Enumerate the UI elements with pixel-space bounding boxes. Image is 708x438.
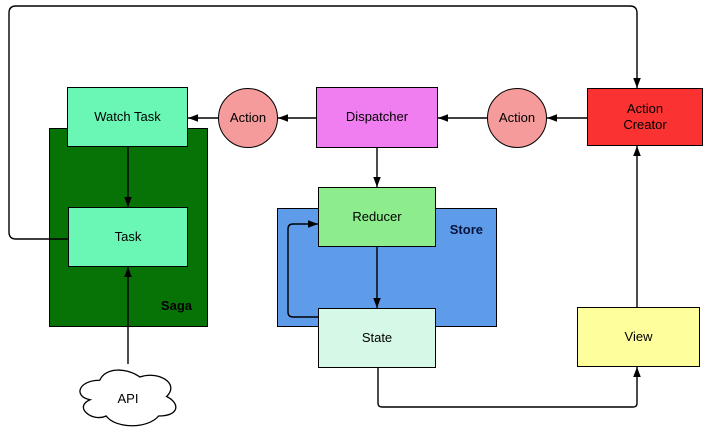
edge-state-to-view: [377, 367, 641, 408]
store-label: Store: [449, 222, 483, 237]
node-state: State: [318, 308, 436, 368]
node-dispatcher: Dispatcher: [316, 87, 438, 148]
api-cloud-label: API: [117, 390, 139, 406]
node-task: Task: [68, 207, 188, 267]
node-action-right: Action: [487, 88, 547, 148]
node-action-left: Action: [218, 88, 278, 148]
node-reducer: Reducer: [318, 187, 436, 247]
saga-label: Saga: [160, 298, 192, 313]
node-action-creator: Action Creator: [587, 88, 703, 146]
node-view: View: [577, 307, 700, 367]
node-watch-task: Watch Task: [67, 87, 188, 147]
